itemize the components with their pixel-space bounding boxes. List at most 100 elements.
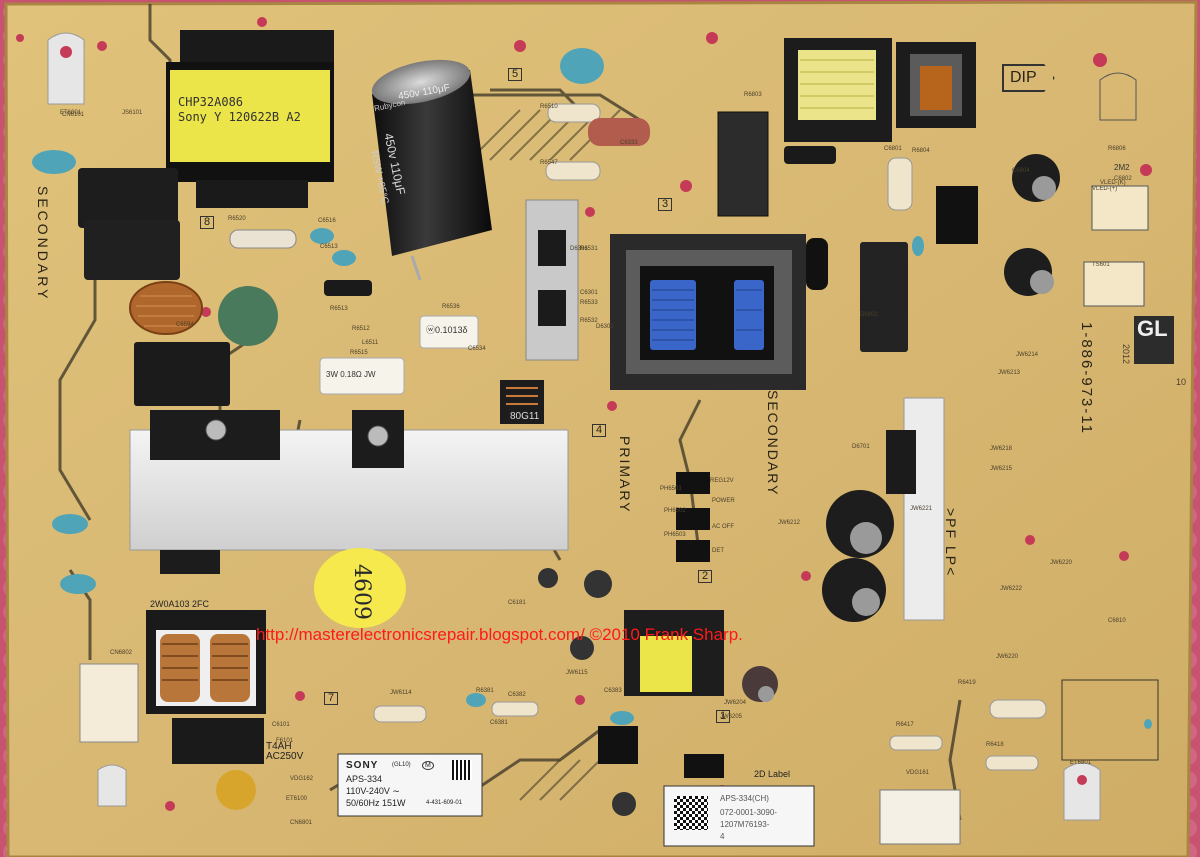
- resistor-2-text: 3W 0.18Ω JW: [326, 370, 376, 379]
- board-number: 1-886-973-11: [1078, 322, 1095, 435]
- serial-number: 072-0001-3090-: [720, 808, 777, 817]
- silkscreen-ref: JW6205: [720, 714, 743, 720]
- fuse-mark: T4AH AC250V: [266, 742, 303, 762]
- silkscreen-ref: JW6221: [910, 506, 933, 512]
- year-text: 2012: [1121, 344, 1131, 365]
- silkscreen-ref: D6302: [596, 324, 614, 330]
- line-filter-choke: [146, 610, 266, 810]
- serial-date: 1207M76193-: [720, 820, 770, 829]
- electrolytic-caps: [538, 154, 1060, 816]
- resistor-2-mark: 3W 0.18Ω JW: [326, 371, 376, 379]
- silkscreen-ref: R6419: [958, 680, 976, 686]
- secondary-left-text: SECONDARY: [35, 186, 51, 302]
- region-badge: GL: [1137, 318, 1168, 340]
- silkscreen-ref: R6532: [580, 318, 598, 324]
- silkscreen-ref: CN6801: [290, 820, 313, 826]
- region-1: 1: [716, 710, 731, 723]
- board-number-text: 1-886-973-11: [1078, 322, 1095, 435]
- sony-model: APS-334: [346, 774, 383, 784]
- other-parts: [79, 111, 1159, 845]
- year-mark: 2012: [1121, 344, 1131, 365]
- region-7: 7: [324, 692, 339, 705]
- silkscreen-ref: F6101: [276, 738, 294, 744]
- silkscreen-ref: CN6101: [62, 112, 85, 118]
- silkscreen-ref: R6417: [896, 722, 914, 728]
- left-components: [78, 168, 278, 406]
- region-3-text: 3: [662, 198, 669, 210]
- two-d-label-text: 2D Label: [754, 769, 791, 779]
- resistors: [229, 103, 1047, 771]
- silkscreen-ref: C6801: [884, 146, 902, 152]
- silkscreen-ref: ET6001: [60, 110, 82, 116]
- secondary-left-label: SECONDARY: [35, 186, 51, 302]
- main-transformer: [166, 30, 334, 208]
- datamatrix-icon: [674, 796, 708, 830]
- transformer-marking: CHP32A086 Sony Y 120622B A2: [178, 96, 301, 123]
- center-transformer: [610, 234, 806, 390]
- silkscreen-ref: R6804: [912, 148, 930, 154]
- silkscreen-ref: JW6115: [566, 670, 588, 676]
- region-1-text: 1: [720, 710, 727, 722]
- silkscreen-ref: POWER: [712, 498, 735, 504]
- badge-suffix: 10: [1176, 378, 1186, 387]
- silkscreen-ref: C6810: [1108, 618, 1126, 624]
- cap-2m2-text: 2M2: [1114, 163, 1130, 172]
- silkscreen-ref: R6533: [580, 300, 598, 306]
- silkscreen-ref: R6510: [540, 104, 558, 110]
- sony-voltage: 110V-240V ∼: [346, 786, 400, 796]
- silkscreen-ref: C6802: [1114, 176, 1132, 182]
- ceramic-caps: [32, 48, 1152, 729]
- silkscreen-ref: C6804: [1012, 168, 1030, 174]
- serial-model: APS-334(CH): [720, 794, 769, 803]
- region-3: 3: [658, 198, 673, 211]
- silkscreen-ref: R6512: [352, 326, 370, 332]
- silkscreen-ref: VLED-(+): [1092, 186, 1118, 192]
- sony-rating-label: SONY (GL10) M APS-334 110V-240V ∼ 50/60H…: [340, 756, 480, 814]
- silkscreen-ref: C6534: [468, 346, 486, 352]
- silkscreen-ref: R6803: [744, 92, 762, 98]
- silkscreen-ref: R6513: [330, 306, 348, 312]
- silkscreen-ref: C6513: [320, 244, 338, 250]
- primary-text: PRIMARY: [617, 436, 633, 514]
- region-8: 8: [200, 216, 215, 229]
- badge-suffix-text: 10: [1176, 377, 1187, 387]
- pcb-board: [4, 0, 1198, 857]
- heatsink: [129, 410, 569, 574]
- silkscreen-ref: VDG162: [290, 776, 314, 782]
- silkscreen-ref: JW6214: [1016, 352, 1039, 358]
- silkscreen-ref: D6301: [570, 246, 588, 252]
- sticker-number: 4609: [349, 564, 374, 620]
- silkscreen-ref: C6381: [490, 720, 508, 726]
- region-5: 5: [508, 68, 523, 81]
- region-7-text: 7: [328, 692, 335, 704]
- silkscreen-ref: DET: [712, 548, 724, 554]
- fuse-line1: T4AH: [266, 741, 292, 752]
- choke-text: 2W0A103 2FC: [150, 599, 210, 609]
- pf-lp-label: >PF LP<: [943, 508, 959, 577]
- silkscreen-ref: C6382: [508, 692, 526, 698]
- common-mode-mark: 80G11: [508, 412, 542, 422]
- silkscreen-ref: PH6502: [664, 508, 686, 514]
- watermark: http://masterelectronicsrepair.blogspot.…: [256, 626, 743, 643]
- sony-freq: 50/60Hz 151W: [346, 798, 406, 808]
- silkscreen-ref: VLED-(K): [1100, 180, 1126, 186]
- silkscreen-ref: C6516: [318, 218, 336, 224]
- silkscreen-ref: VDG161: [906, 770, 930, 776]
- silkscreen-ref: R6547: [540, 160, 558, 166]
- secondary-center-label: SECONDARY: [765, 390, 781, 496]
- silkscreen-ref: D6802: [860, 312, 878, 318]
- region-5-text: 5: [512, 68, 519, 80]
- region-4: 4: [592, 424, 607, 437]
- silkscreen-ref: PH6501: [660, 486, 682, 492]
- silkscreen-ref: C6594: [176, 322, 194, 328]
- serial-label: APS-334(CH) 072-0001-3090- 1207M76193- 4: [666, 788, 812, 844]
- silkscreen-ref: C6181: [508, 600, 526, 606]
- silkscreen-ref: R6806: [1108, 146, 1126, 152]
- region-2: 2: [698, 570, 713, 583]
- silkscreen-ref: R6515: [350, 350, 368, 356]
- region-8-text: 8: [204, 216, 211, 228]
- silkscreen-ref: C6383: [604, 688, 622, 694]
- qr-code-icon: [452, 760, 472, 780]
